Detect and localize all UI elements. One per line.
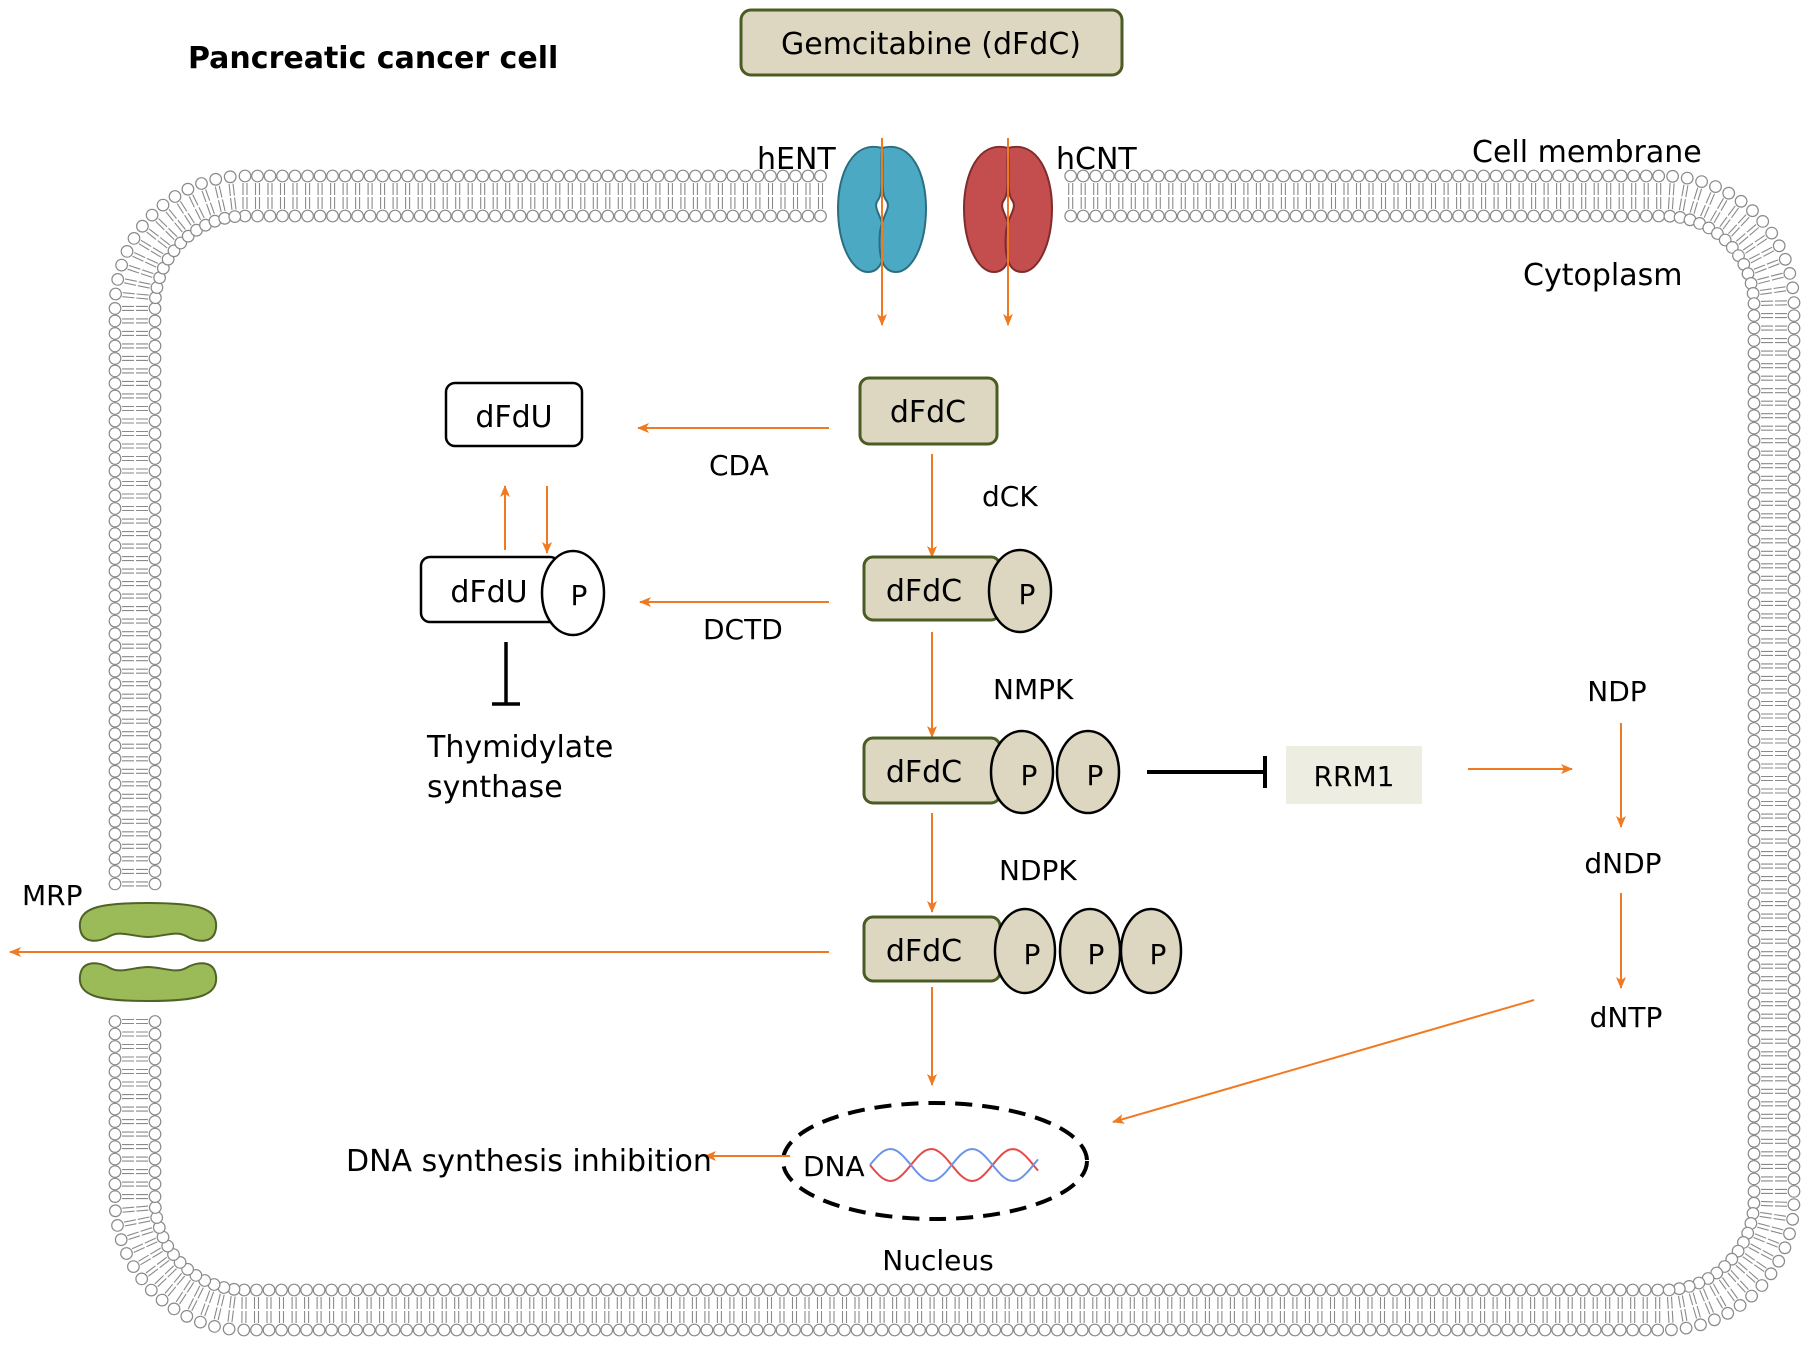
dfdu-p-phosphate [540,549,606,637]
dfdu-p-phosphate-label: P [571,579,588,612]
mrp-transporter [78,901,218,1003]
dfdc-ppp-phosphate-3-label: P [1150,938,1167,971]
ndp-label: NDP [1587,675,1646,708]
nmpk-label: NMPK [993,673,1074,706]
hent-label: hENT [757,142,836,177]
dna-synthesis-inhibition-label: DNA synthesis inhibition [346,1144,712,1179]
thymidylate-inhibition [492,642,520,706]
hcnt-transporter [962,145,1054,274]
dfdc-ppp-label: dFdC [886,934,962,969]
hent-transporter [836,145,928,274]
gemcitabine-box [739,8,1124,77]
dfdc-box [858,376,999,446]
dfdc-label: dFdC [890,395,966,430]
dfdc-ppp-phosphate-3 [1119,907,1183,995]
dfdu-p-label: dFdU [450,575,527,610]
dfdc-pp-label: dFdC [886,755,962,790]
hcnt-label: hCNT [1056,142,1137,177]
ndpk-label: NDPK [999,854,1077,887]
cell-membrane-label: Cell membrane [1472,135,1702,170]
rrm1-label: RRM1 [1314,760,1395,793]
dfdc-pp-phosphate-1-label: P [1021,759,1038,792]
cell-membrane-bilayer [108,169,1801,1337]
gemcitabine-label: Gemcitabine (dFdC) [781,27,1081,62]
cytoplasm-label: Cytoplasm [1523,258,1682,293]
dfdu-label: dFdU [475,400,552,435]
dfdc-ppp-phosphate-1 [993,907,1057,995]
nucleus [781,1101,1089,1221]
dna-label: DNA [803,1150,865,1183]
mrp-label: MRP [22,879,83,912]
dfdc-pp-phosphate-2 [1055,729,1121,815]
rrm1-box [1286,746,1422,804]
dfdc-pp-phosphate-2-label: P [1087,759,1104,792]
nucleus-label: Nucleus [882,1244,993,1277]
dfdc-p-label: dFdC [886,574,962,609]
rrm1-inhibition [1147,756,1267,788]
dntp-to-dna-arrow [1112,999,1535,1124]
dfdc-p-phosphate [987,548,1053,634]
cda-label: CDA [709,449,769,482]
dctd-label: DCTD [703,613,783,646]
dfdc-ppp-phosphate-1-label: P [1024,938,1041,971]
dfdc-ppp-phosphate-2-label: P [1088,938,1105,971]
dna-helix [869,1147,1039,1183]
dfdu-box [444,381,584,448]
title: Pancreatic cancer cell [188,41,558,76]
dck-label: dCK [982,480,1038,513]
dndp-label: dNDP [1584,847,1661,880]
dntp-label: dNTP [1590,1001,1663,1034]
dfdc-pp-phosphate-1 [989,729,1055,815]
dfdc-p-phosphate-label: P [1019,578,1036,611]
thymidylate-label-line1: Thymidylate [426,730,613,765]
thymidylate-label-line2: synthase [427,770,563,805]
